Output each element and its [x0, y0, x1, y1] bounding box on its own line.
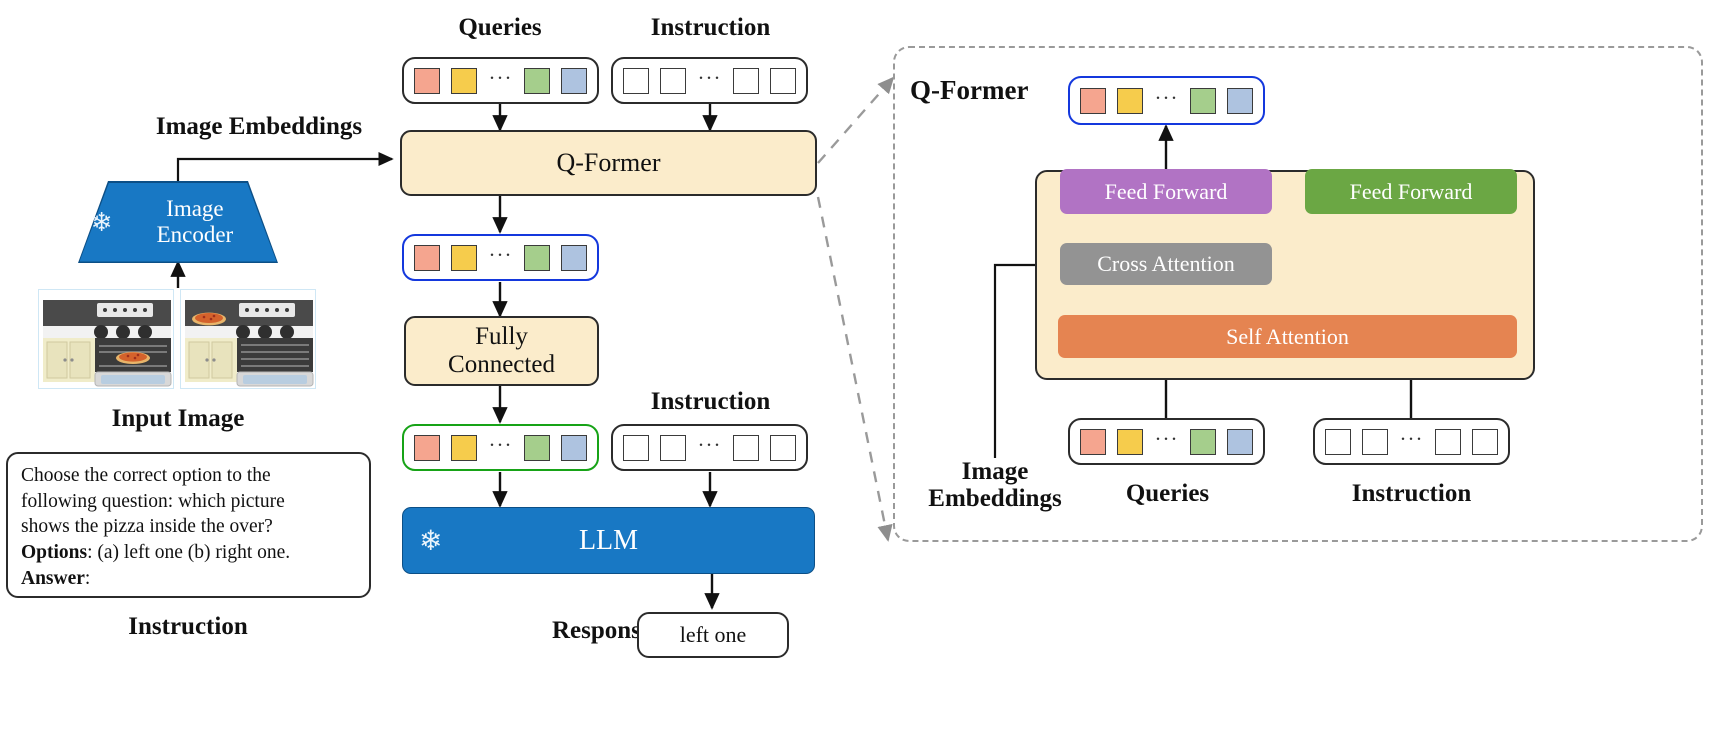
query-token-2: [1116, 87, 1143, 114]
queries-label-right: Queries: [1125, 480, 1210, 507]
instruction-token-4: [770, 67, 797, 94]
response-value: left one: [679, 622, 747, 647]
query-token-2: [450, 244, 477, 271]
instruction-token-1: [622, 434, 649, 461]
qformer-detail-panel: [893, 46, 1703, 542]
instruction-label-top: Instruction: [650, 14, 771, 41]
qformer-output-token-strip[interactable]: ···: [1068, 76, 1265, 125]
query-output-token-strip[interactable]: ···: [402, 234, 599, 281]
instruction-token-3: [733, 67, 760, 94]
feed-forward-left-block[interactable]: Feed Forward: [1060, 169, 1272, 214]
input-image-label: Input Image: [111, 405, 245, 432]
image-encoder-block: ❄ Image Encoder: [78, 181, 278, 263]
query-token-3: [524, 244, 551, 271]
instruction-line-2: following question: which picture: [21, 490, 285, 512]
llm-label: LLM: [578, 524, 639, 556]
options-rest: : (a) left one (b) right one.: [87, 542, 291, 564]
query-token-2: [450, 434, 477, 461]
query-token-1: [1079, 87, 1106, 114]
qformer-label: Q-Former: [556, 148, 661, 177]
fully-connected-line2: Connected: [448, 351, 555, 378]
fully-connected-line1: Fully: [475, 322, 528, 350]
instruction-token-2: [659, 67, 686, 94]
input-image-thumbnail-left[interactable]: [38, 289, 174, 389]
response-value-box: left one: [637, 612, 789, 658]
fully-connected-block[interactable]: Fully Connected: [404, 316, 599, 386]
instruction-token-3: [733, 434, 760, 461]
queries-label-center: Queries: [458, 14, 542, 41]
instruction-token-4: [1472, 428, 1499, 455]
input-image-thumbnail-right[interactable]: [180, 289, 316, 389]
query-token-3: [524, 67, 551, 94]
query-token-1: [1079, 428, 1106, 455]
image-embeddings-label: Image Embeddings: [155, 113, 363, 140]
instruction-answer-line: Answer:: [21, 566, 357, 592]
instruction-token-4: [770, 434, 797, 461]
query-token-4: [561, 434, 588, 461]
query-token-4: [561, 67, 588, 94]
instruction-token-1: [622, 67, 649, 94]
instruction-token-2: [659, 434, 686, 461]
query-token-3: [524, 434, 551, 461]
query-token-3: [1190, 87, 1217, 114]
feed-forward-left-label: Feed Forward: [1104, 178, 1228, 204]
instruction-token-1: [1324, 428, 1351, 455]
query-token-1: [413, 67, 440, 94]
query-token-4: [1227, 87, 1254, 114]
image-encoder-line2: Encoder: [156, 222, 234, 247]
instruction-options-line: Options: (a) left one (b) right one.: [21, 540, 357, 566]
image-encoder-line1: Image: [166, 196, 224, 222]
image-embeddings-line2: Embeddings: [928, 485, 1062, 512]
query-token-2: [1116, 428, 1143, 455]
queries-token-strip-right[interactable]: ···: [1068, 418, 1265, 465]
instruction-label-right: Instruction: [1351, 480, 1472, 507]
query-token-3: [1190, 428, 1217, 455]
query-token-4: [561, 244, 588, 271]
instruction-token-3: [1435, 428, 1462, 455]
snowflake-icon: ❄: [90, 208, 113, 237]
qformer-block-center[interactable]: Q-Former: [400, 130, 817, 196]
feed-forward-right-block[interactable]: Feed Forward: [1305, 169, 1517, 214]
image-embeddings-label-right: Image Embeddings: [910, 458, 1080, 512]
answer-rest: :: [84, 567, 91, 589]
response-label: Response: [551, 617, 652, 644]
feed-forward-right-label: Feed Forward: [1349, 178, 1473, 204]
qformer-panel-title: Q-Former: [910, 75, 1029, 105]
instruction-label-mid: Instruction: [650, 388, 771, 415]
image-embeddings-line1: Image: [961, 458, 1029, 485]
snowflake-icon: ❄: [419, 526, 443, 557]
query-token-4: [1227, 428, 1254, 455]
instruction-token-2: [1361, 428, 1388, 455]
instruction-token-strip-top[interactable]: ···: [611, 57, 808, 104]
answer-key: Answer: [21, 567, 85, 589]
llm-block[interactable]: ❄ LLM: [402, 507, 815, 574]
cross-attention-label: Cross Attention: [1097, 251, 1235, 276]
options-key: Options: [21, 542, 88, 564]
cross-attention-block[interactable]: Cross Attention: [1060, 243, 1272, 285]
query-token-1: [413, 434, 440, 461]
projected-token-strip[interactable]: ···: [402, 424, 599, 471]
instruction-line-3: shows the pizza inside the over?: [21, 516, 273, 538]
instruction-caption-left: Instruction: [128, 613, 248, 640]
self-attention-block[interactable]: Self Attention: [1058, 315, 1517, 358]
query-token-1: [413, 244, 440, 271]
self-attention-label: Self Attention: [1226, 323, 1349, 349]
instruction-token-strip-right[interactable]: ···: [1313, 418, 1510, 465]
instruction-token-strip-mid[interactable]: ···: [611, 424, 808, 471]
instruction-textbox[interactable]: Choose the correct option to the followi…: [6, 452, 371, 598]
query-token-2: [450, 67, 477, 94]
queries-token-strip-center[interactable]: ···: [402, 57, 599, 104]
instruction-line-1: Choose the correct option to the: [21, 465, 271, 486]
